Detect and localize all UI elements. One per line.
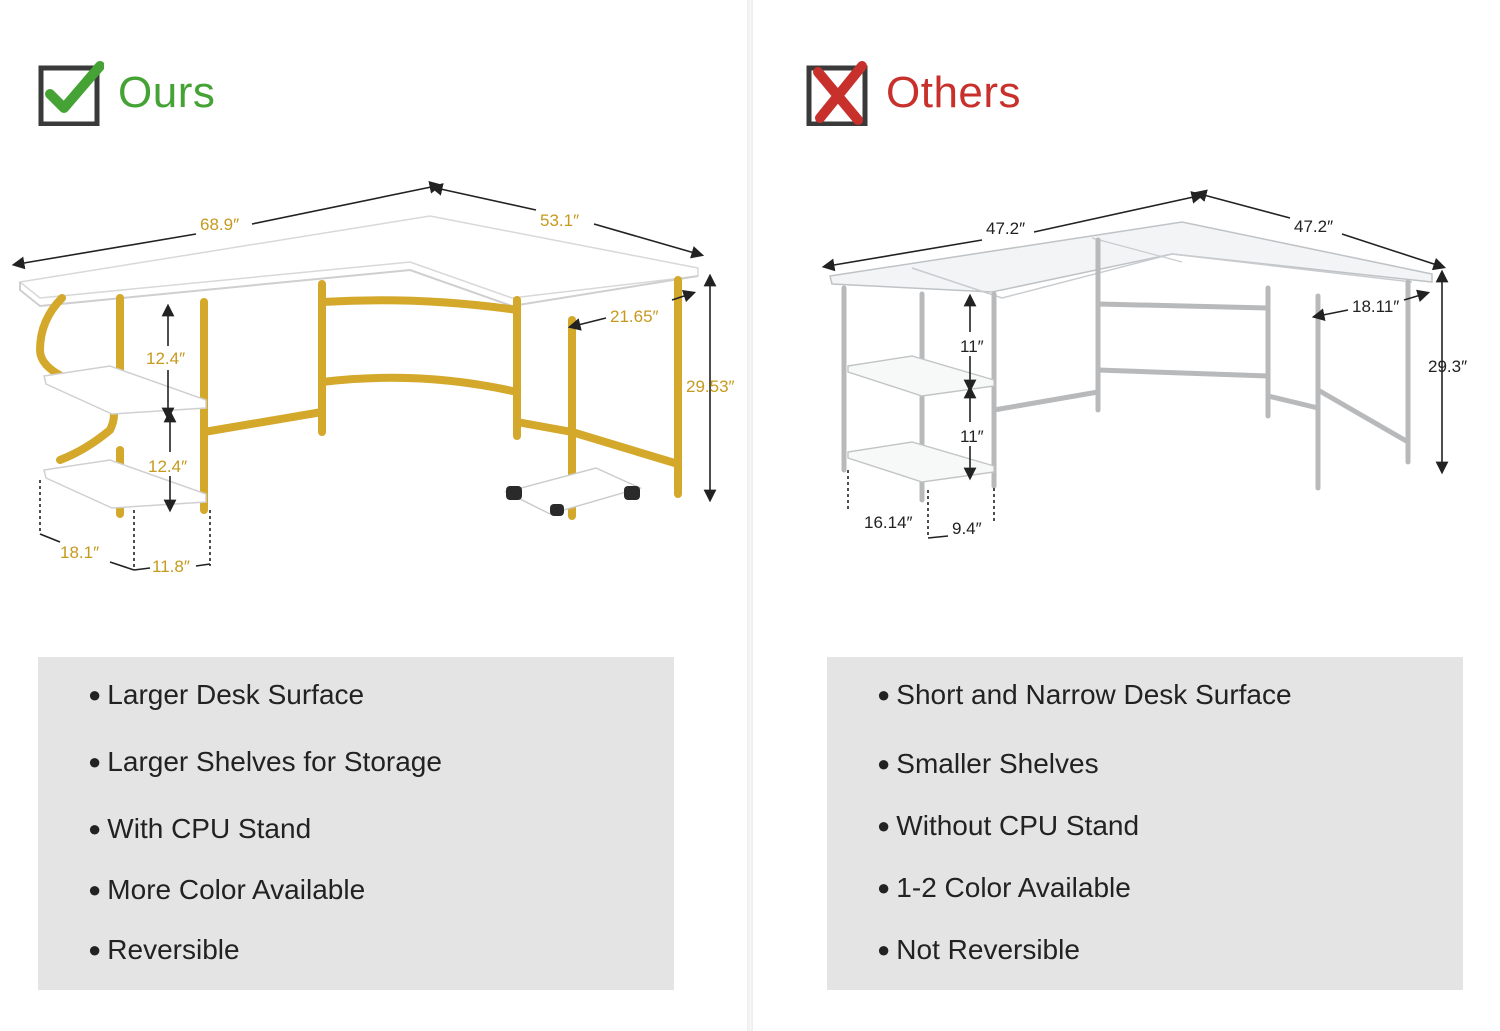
dim-shelf-depth: 18.1″ <box>60 543 99 562</box>
dim-desk-depth: 21.65″ <box>610 307 659 326</box>
dim-shelf-width: 11.8″ <box>152 557 190 576</box>
check-icon <box>38 61 104 126</box>
others-feature-item: ●Not Reversible <box>877 934 1080 965</box>
dim-shelf-upper-gap: 11″ <box>960 337 984 356</box>
cross-icon <box>806 61 868 126</box>
others-feature-item: ●Short and Narrow Desk Surface <box>877 679 1292 710</box>
dim-desk-height: 29.3″ <box>1428 357 1467 376</box>
others-panel: Others <box>752 0 1500 1031</box>
ours-title: Ours <box>118 68 216 117</box>
dim-shelf-lower-gap: 12.4″ <box>148 457 187 476</box>
ours-desk-top <box>18 215 699 308</box>
ours-feature-item: ●Reversible <box>88 934 240 965</box>
ours-header: Ours <box>38 58 215 128</box>
dim-top-right-length: 47.2″ <box>1294 217 1333 236</box>
others-desk-illustration: 47.2″ 47.2″ 18.11″ 29.3″ 11″ 11″ 16.14″ … <box>821 189 1467 539</box>
dim-top-right-length: 53.1″ <box>540 211 579 230</box>
others-desk-frame <box>841 237 1411 503</box>
ours-feature-item: ●Larger Desk Surface <box>88 679 365 710</box>
dim-shelf-width: 9.4″ <box>952 519 982 538</box>
ours-shelves <box>43 365 207 509</box>
others-header: Others <box>806 58 1021 128</box>
others-feature-item: ●Without CPU Stand <box>877 810 1140 841</box>
ours-feature-item: ●With CPU Stand <box>88 813 312 844</box>
dim-top-left-length: 47.2″ <box>986 219 1025 238</box>
dim-desk-height: 29.53″ <box>686 377 735 396</box>
others-feature-list: ●Short and Narrow Desk Surface ●Smaller … <box>827 657 1463 990</box>
ours-cpu-stand <box>503 467 643 516</box>
ours-feature-list: ●Larger Desk Surface ●Larger Shelves for… <box>38 657 674 990</box>
ours-feature-item: ●More Color Available <box>88 874 366 905</box>
ours-panel: Ours <box>0 0 748 1031</box>
ours-desk-frame <box>35 276 682 520</box>
dim-top-left-length: 68.9″ <box>200 215 239 234</box>
others-desk-top <box>829 221 1433 299</box>
panel-divider <box>747 0 753 1031</box>
others-shelves <box>847 355 995 483</box>
ours-feature-item: ●Larger Shelves for Storage <box>88 746 442 777</box>
dim-desk-depth: 18.11″ <box>1352 297 1399 316</box>
others-title: Others <box>886 68 1022 117</box>
dim-shelf-lower-gap: 11″ <box>960 427 984 446</box>
ours-desk-illustration: 68.9″ 53.1″ 21.65″ 29.53″ 12.4″ 12.4″ 18… <box>11 181 735 576</box>
others-feature-item: ●1-2 Color Available <box>877 872 1131 903</box>
dim-shelf-upper-gap: 12.4″ <box>146 349 185 368</box>
dim-shelf-depth: 16.14″ <box>864 513 913 532</box>
others-feature-item: ●Smaller Shelves <box>877 748 1099 779</box>
